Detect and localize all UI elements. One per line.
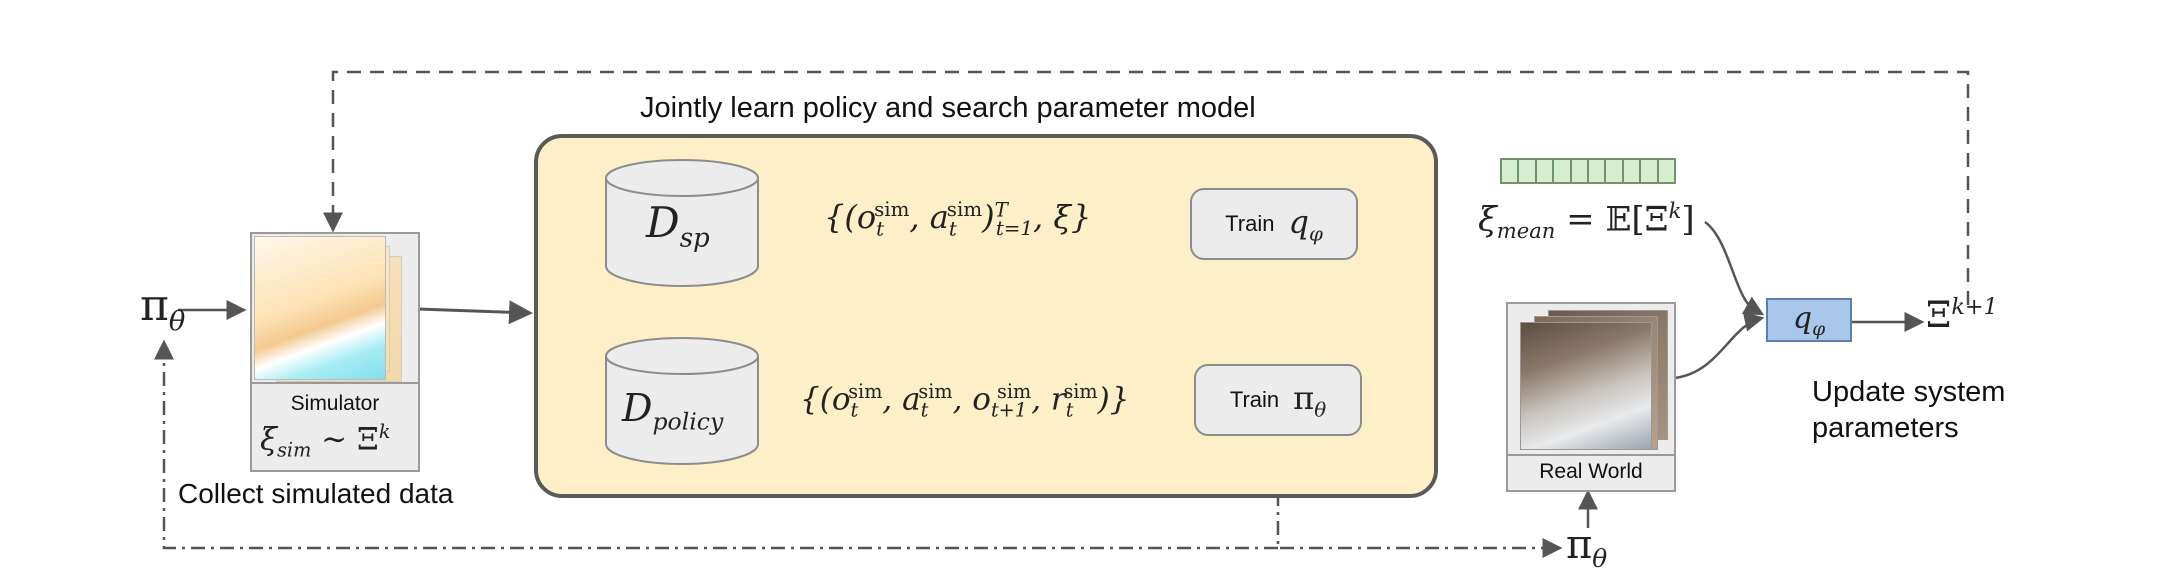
- parameter-vector: [1500, 158, 1676, 184]
- update-caption-line2: parameters: [1812, 412, 1959, 444]
- dataset-sp-tuple: {(otsim, atsim)Tt=1, ξ}: [824, 198, 1092, 241]
- train-q-symbol: qφ: [1288, 202, 1323, 246]
- xi-mean-to-q-arrow: [1704, 220, 1765, 316]
- policy-return-dashdot-arrow: [154, 339, 1278, 550]
- real-world-photo-front: [1520, 322, 1652, 450]
- simulator-label: Simulator: [290, 392, 380, 415]
- dataset-sp-label: Dsp: [646, 198, 710, 254]
- panel-title: Jointly learn policy and search paramete…: [640, 92, 1256, 124]
- feedback-dashed-arrow: [323, 70, 1970, 305]
- output-distribution: Ξk+1: [1926, 294, 1998, 336]
- xi-mean-formula: ξmean = 𝔼[Ξk]: [1478, 198, 1695, 244]
- simulator-render-front: [254, 236, 386, 380]
- real-world-box: Real World: [1506, 302, 1676, 492]
- train-pi-label: Train: [1229, 387, 1280, 412]
- train-pi-symbol: πθ: [1293, 378, 1327, 422]
- simulator-box: Simulator ξsim ∼ Ξk: [250, 232, 420, 472]
- simulator-sample-formula: ξsim ∼ Ξk: [260, 420, 391, 462]
- q-model-box: qφ: [1766, 298, 1852, 342]
- train-q-box: Train qφ: [1190, 188, 1358, 260]
- policy-symbol: πθ: [140, 280, 186, 337]
- policy-bottom-symbol: πθ: [1566, 522, 1608, 573]
- train-pi-box: Train πθ: [1194, 364, 1362, 436]
- update-caption-line1: Update system: [1812, 376, 2006, 408]
- dataset-sp-cylinder: [605, 159, 759, 287]
- collect-caption: Collect simulated data: [178, 478, 454, 509]
- dataset-policy-label: Dpolicy: [622, 386, 724, 436]
- train-q-label: Train: [1225, 211, 1275, 236]
- q-model-symbol: qφ: [1792, 300, 1826, 340]
- real-world-to-q-arrow: [1674, 311, 1765, 380]
- real-world-label: Real World: [1539, 460, 1643, 483]
- dataset-policy-cylinder: [605, 337, 759, 465]
- dataset-policy-tuple: {(otsim, atsim, ot+1sim, rtsim)}: [800, 380, 1130, 422]
- simulator-to-panel-arrow: [417, 300, 533, 325]
- update-caption: Update system parameters: [1812, 374, 2005, 446]
